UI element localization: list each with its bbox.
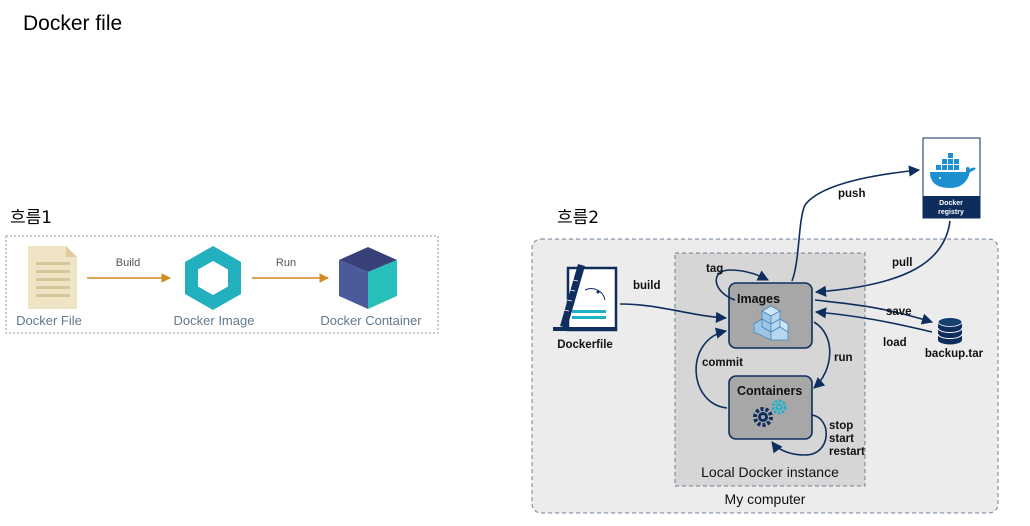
edge-pull: pull <box>892 257 912 269</box>
cube-icon <box>339 247 397 309</box>
containers-node <box>728 375 813 440</box>
dockerfile-label: Dockerfile <box>557 339 613 351</box>
edge-save: save <box>886 306 912 318</box>
edge-stop: stop <box>829 420 853 432</box>
images-label: Images <box>737 292 780 306</box>
hexagon-icon <box>185 246 241 310</box>
edge-load: load <box>883 337 907 349</box>
image-blocks-icon <box>753 305 789 341</box>
registry-label-line2: registry <box>938 209 964 216</box>
whale-icon <box>930 153 976 188</box>
edge-build: build <box>633 280 660 292</box>
flow1-node-dockerfile: Docker File <box>16 313 82 328</box>
flow1-panel: Docker File Build Docker Image Run Docke… <box>5 235 439 334</box>
docker-registry-node: Docker registry <box>922 137 981 219</box>
commit-arrow <box>695 327 728 409</box>
edge-tag: tag <box>706 263 723 275</box>
database-icon <box>937 317 963 345</box>
my-computer-label: My computer <box>725 491 806 507</box>
build-arrow <box>619 303 728 324</box>
edge-commit: commit <box>702 357 743 369</box>
flow2-panel: My computer Local Docker instance Docker… <box>531 137 999 514</box>
registry-label-line1: Docker <box>939 200 963 207</box>
page-title: Docker file <box>23 12 123 35</box>
edge-start: start <box>829 433 854 445</box>
flow1-label: 흐름1 <box>10 208 53 228</box>
flow1-node-image: Docker Image <box>174 313 255 328</box>
tag-arrow <box>715 269 770 301</box>
pull-arrow <box>814 220 951 297</box>
edge-restart: restart <box>829 446 865 458</box>
flow1-edge-run: Run <box>276 257 296 269</box>
push-arrow <box>791 165 921 282</box>
flow1-node-container: Docker Container <box>320 313 422 328</box>
flow2-label: 흐름2 <box>557 208 600 228</box>
document-icon <box>28 246 77 309</box>
local-docker-instance-label: Local Docker instance <box>701 464 839 480</box>
backup-label: backup.tar <box>925 348 984 360</box>
edge-push: push <box>838 188 865 200</box>
run-arrow <box>813 321 831 389</box>
lifecycle-arrow <box>771 414 827 456</box>
flow1-edge-build: Build <box>116 257 140 269</box>
load-arrow <box>814 307 933 333</box>
dockerfile-icon <box>553 264 618 332</box>
edge-run: run <box>834 352 853 364</box>
gears-icon <box>753 399 787 427</box>
save-arrow <box>814 299 934 325</box>
containers-label: Containers <box>737 384 802 398</box>
